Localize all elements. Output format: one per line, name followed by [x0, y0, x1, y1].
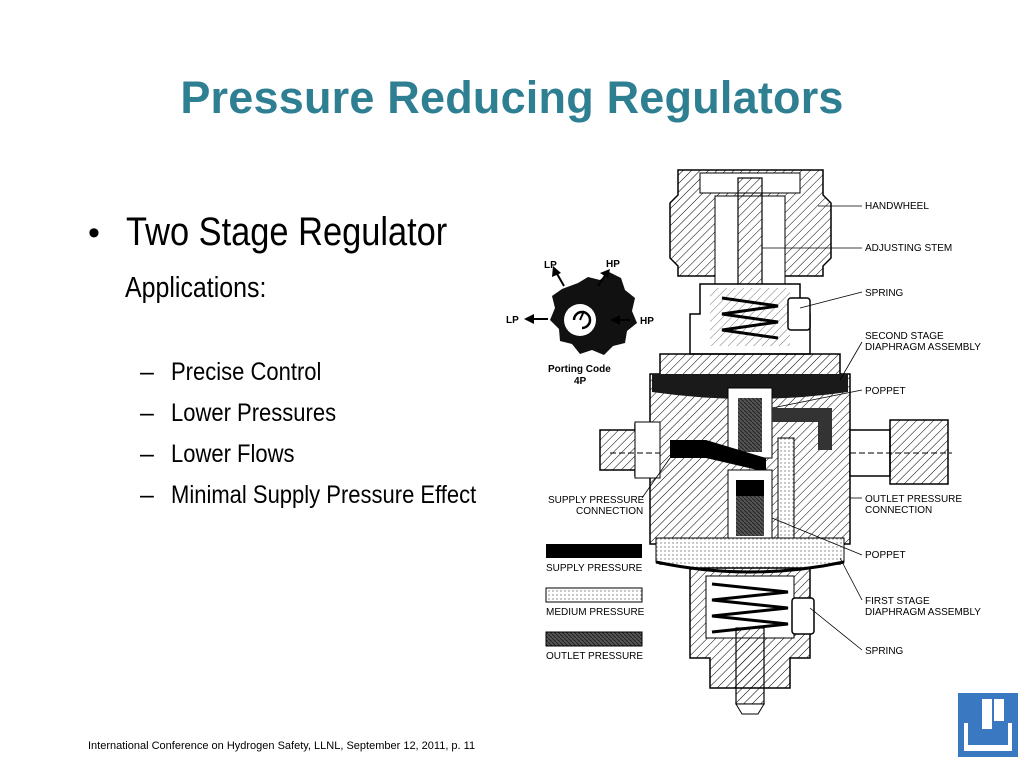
port-lp-left: LP	[506, 315, 519, 326]
applications-heading: Applications:	[125, 272, 267, 304]
port-hp-right: HP	[640, 316, 654, 327]
dash-icon: –	[140, 481, 154, 509]
callout-spring-bottom: SPRING	[865, 646, 904, 657]
legend-supply: SUPPLY PRESSURE	[546, 563, 643, 574]
dash-icon: –	[140, 358, 154, 386]
bullet-icon: •	[88, 214, 100, 252]
regulator-diagram: LP HP LP HP Porting Code 4P	[506, 169, 981, 715]
callout-supply-connection-2: CONNECTION	[576, 506, 643, 517]
porting-code-value: 4P	[574, 376, 587, 387]
legend-outlet: OUTLET PRESSURE	[546, 651, 643, 662]
port-hp-top: HP	[606, 259, 620, 270]
legend-swatch-outlet	[545, 631, 643, 647]
port-lp-top: LP	[544, 260, 557, 271]
legend-swatch-medium	[545, 587, 643, 603]
llnl-logo-icon	[958, 693, 1018, 757]
callout-poppet-top: POPPET	[865, 386, 906, 397]
callout-second-stage-1: SECOND STAGE	[865, 331, 944, 342]
callout-first-stage-1: FIRST STAGE	[865, 596, 930, 607]
callout-leaders	[641, 205, 863, 651]
callout-supply-connection-1: SUPPLY PRESSURE	[548, 495, 645, 506]
slide-title: Pressure Reducing Regulators	[180, 72, 844, 123]
porting-code-label: Porting Code	[548, 364, 611, 375]
callout-outlet-connection-1: OUTLET PRESSURE	[865, 494, 962, 505]
callout-adjusting-stem: ADJUSTING STEM	[865, 243, 952, 254]
bullet-heading: Two Stage Regulator	[126, 210, 448, 254]
callout-handwheel: HANDWHEEL	[865, 201, 929, 212]
dash-icon: –	[140, 440, 154, 468]
callout-poppet-bottom: POPPET	[865, 550, 906, 561]
callout-outlet-connection-2: CONNECTION	[865, 505, 932, 516]
legend-swatch-supply	[546, 544, 642, 558]
regulator-body	[599, 169, 952, 715]
callout-second-stage-2: DIAPHRAGM ASSEMBLY	[865, 342, 981, 353]
pressure-legend: SUPPLY PRESSURE MEDIUM PRESSURE OUTLET P…	[545, 544, 645, 662]
callout-first-stage-2: DIAPHRAGM ASSEMBLY	[865, 607, 981, 618]
callout-spring-top: SPRING	[865, 288, 904, 299]
dash-icon: –	[140, 399, 154, 427]
porting-code-knob: LP HP LP HP Porting Code 4P	[506, 259, 654, 387]
slide-footer: International Conference on Hydrogen Saf…	[88, 740, 476, 752]
legend-medium: MEDIUM PRESSURE	[546, 607, 645, 618]
